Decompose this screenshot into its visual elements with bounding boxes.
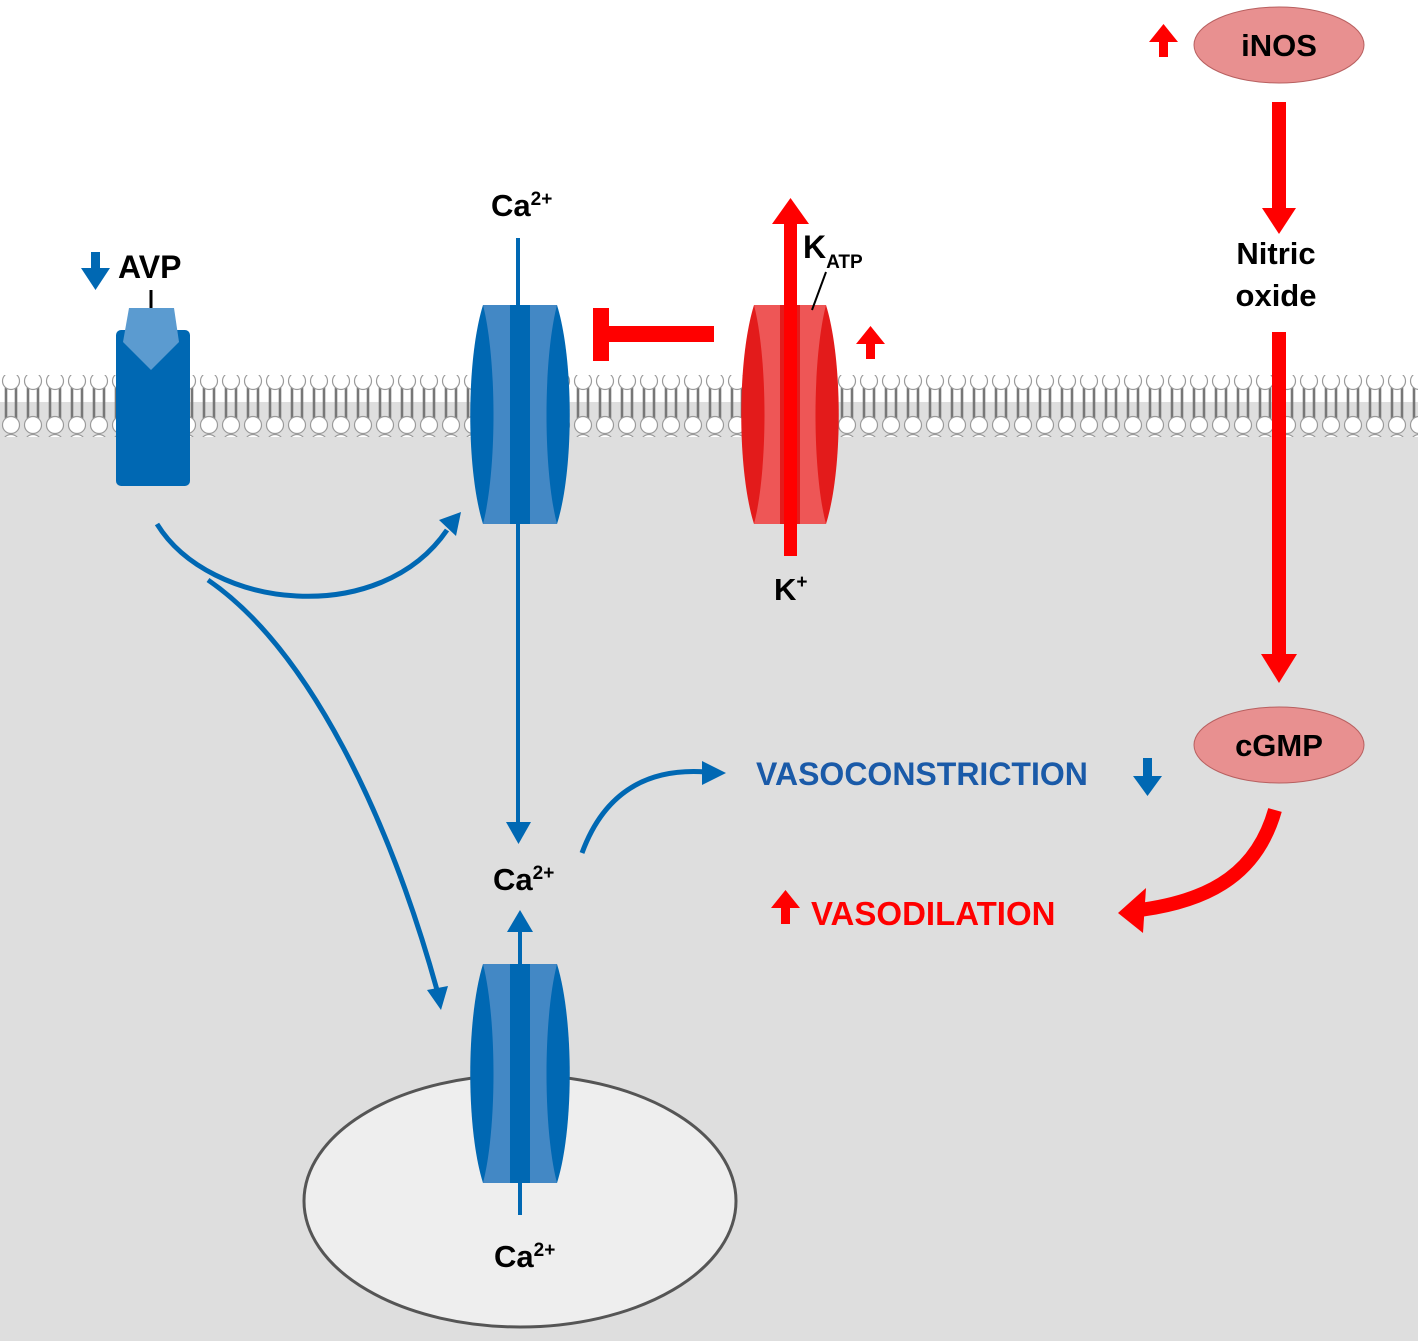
calcium-label-extracellular: Ca2+: [491, 188, 552, 223]
nitric-oxide-label-line1: Nitric: [1236, 236, 1315, 271]
membrane-calcium-channel: [470, 305, 570, 524]
potassium-efflux-arrow: [772, 198, 809, 556]
calcium-influx-arrow: [506, 238, 531, 844]
vasodilation-label: VASODILATION: [811, 895, 1055, 932]
calcium-release-arrow: [507, 910, 533, 1215]
inos-oval: [1193, 6, 1365, 84]
avp-to-store-arrow: [206, 577, 448, 1010]
potassium-ion-label: K+: [774, 572, 808, 607]
vasoconstriction-label: VASOCONSTRICTION: [756, 756, 1088, 792]
avp-to-channel-arrow: [154, 512, 461, 599]
calcium-to-vasoconstriction-arrow: [579, 761, 726, 854]
cell-membrane: [0, 375, 1418, 437]
inos-to-nitric-oxide-arrow: [1262, 102, 1296, 234]
katp-channel: [741, 305, 839, 524]
cgmp-label: cGMP: [1235, 728, 1323, 763]
katp-leader-line: [811, 271, 827, 311]
avp-down-arrow-icon: [81, 252, 110, 290]
cgmp-to-vasodilation-arrow: [1118, 808, 1282, 933]
nitric-oxide-to-cgmp-arrow: [1261, 332, 1297, 683]
avp-receptor: [116, 290, 190, 486]
calcium-label-store: Ca2+: [494, 1239, 555, 1274]
avp-label: AVP: [118, 249, 181, 285]
store-calcium-channel: [470, 964, 570, 1183]
vasoconstriction-down-arrow-icon: [1133, 758, 1162, 796]
katp-label: KATP: [803, 229, 863, 273]
vasodilation-up-arrow-icon: [771, 890, 800, 924]
nitric-oxide-label-line2: oxide: [1236, 278, 1317, 313]
inos-up-arrow-icon: [1149, 24, 1178, 57]
calcium-label-cytosolic: Ca2+: [493, 862, 554, 897]
katp-up-arrow-icon: [856, 326, 885, 359]
katp-inhibition-bar: [593, 308, 714, 361]
inos-label: iNOS: [1241, 28, 1317, 63]
cgmp-oval: [1193, 706, 1365, 784]
